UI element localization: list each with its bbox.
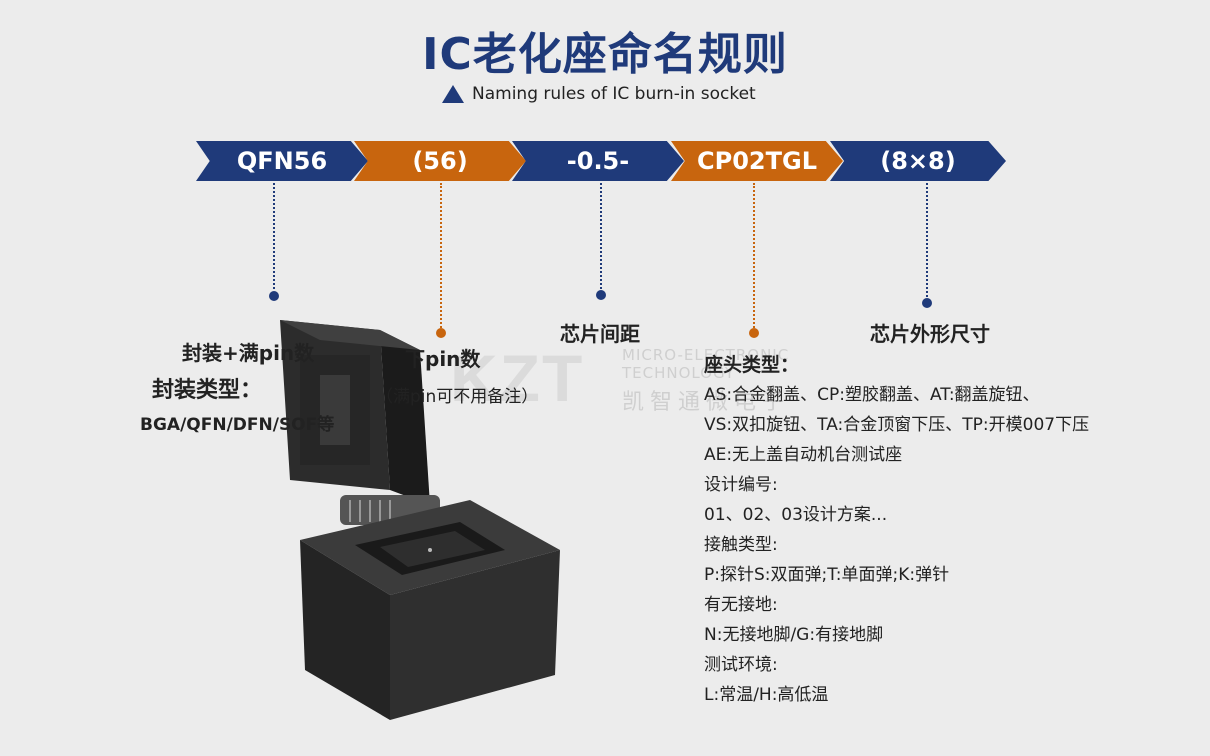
spec-line: 01、02、03设计方案... — [704, 505, 888, 525]
segment-package-text: QFN56 — [236, 147, 328, 175]
connector-line-pitch — [600, 183, 602, 289]
label-lower-pin-note: （满pin可不用备注） — [376, 387, 539, 407]
segment-pitch: -0.5- — [512, 141, 684, 181]
watermark-logo: KZT — [450, 341, 585, 415]
spec-line: VS:双扣旋钮、TA:合金顶窗下压、TP:开模007下压 — [704, 415, 1090, 435]
spec-line: 有无接地: — [704, 595, 778, 615]
segment-lower-pin-text: (56) — [412, 147, 468, 175]
connector-line-package — [273, 183, 275, 289]
connector-line-socket-code — [753, 183, 755, 328]
label-package: 封装+满pin数 — [182, 341, 315, 365]
watermark: KZT MICRO-ELECTRONIC TECHNOLOGY 凯智通微电子 — [450, 340, 850, 420]
connector-dot-pitch — [596, 290, 606, 300]
spec-list: 座头类型： AS:合金翻盖、CP:塑胶翻盖、AT:翻盖旋钮、 VS:双扣旋钮、TA:… — [704, 350, 1204, 710]
connector-dot-package — [269, 291, 279, 301]
spec-line: 接触类型: — [704, 535, 778, 555]
spec-line: P:探针S:双面弹;T:单面弹;K:弹针 — [704, 565, 950, 585]
subtitle-row: Naming rules of IC burn-in socket — [442, 82, 756, 106]
connector-dot-outline — [922, 298, 932, 308]
watermark-line1: MICRO-ELECTRONIC — [622, 346, 790, 364]
segment-lower-pin: (56) — [354, 141, 526, 181]
spec-line: AS:合金翻盖、CP:塑胶翻盖、AT:翻盖旋钮、 — [704, 385, 1040, 405]
spec-line: 座头类型： — [704, 354, 800, 376]
label-lower-pin: 下pin数 — [405, 347, 481, 371]
label-package-type-title: 封装类型： — [152, 378, 263, 403]
page-title: IC老化座命名规则 — [422, 29, 788, 80]
label-outline: 芯片外形尺寸 — [870, 322, 990, 346]
triangle-icon — [442, 85, 464, 103]
connector-line-lower-pin — [440, 183, 442, 328]
segment-socket-code-text: CP02TGL — [697, 147, 817, 175]
connector-line-outline — [926, 183, 928, 297]
watermark-line3: 凯智通微电子 — [622, 390, 791, 415]
label-package-type-list: BGA/QFN/DFN/SOF等 — [140, 415, 335, 435]
segment-outline: (8×8) — [830, 141, 1006, 181]
segment-pitch-text: -0.5- — [566, 147, 630, 175]
connector-dot-lower-pin — [436, 328, 446, 338]
spec-line: 测试环境: — [704, 655, 778, 675]
spec-line: AE:无上盖自动机台测试座 — [704, 445, 903, 465]
label-pitch: 芯片间距 — [560, 322, 640, 346]
segment-outline-text: (8×8) — [880, 147, 956, 175]
spec-line: 设计编号: — [704, 475, 778, 495]
connector-dot-socket-code — [749, 328, 759, 338]
spec-line: L:常温/H:高低温 — [704, 685, 829, 705]
spec-line: N:无接地脚/G:有接地脚 — [704, 625, 884, 645]
segment-socket-code: CP02TGL — [671, 141, 843, 181]
socket-illustration — [280, 320, 560, 720]
segment-package: QFN56 — [196, 141, 368, 181]
page-subtitle: Naming rules of IC burn-in socket — [472, 84, 756, 104]
watermark-line2: TECHNOLOGY — [622, 364, 736, 382]
